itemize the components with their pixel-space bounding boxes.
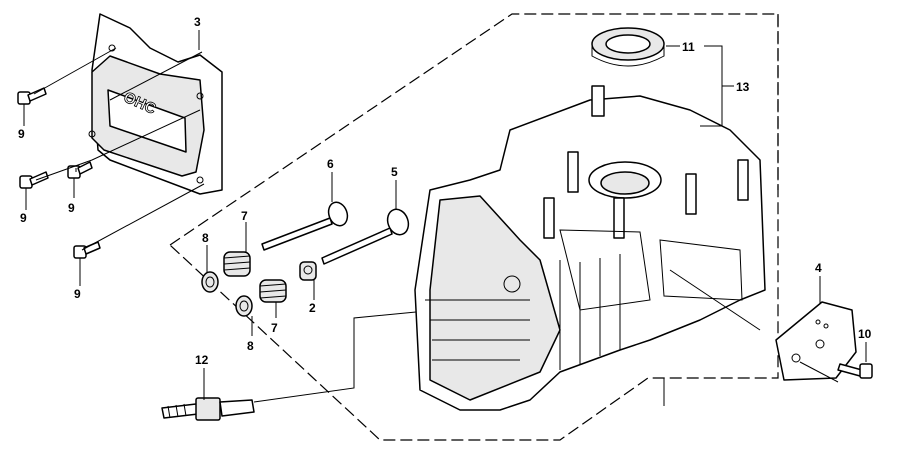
head-cover[interactable]: OHC (88, 13, 223, 195)
callout-9-d: 9 (74, 287, 81, 301)
bolt-9-d[interactable] (73, 241, 101, 259)
valve-6[interactable] (261, 200, 351, 251)
callout-7-b: 7 (271, 321, 278, 335)
callout-8-a: 8 (202, 231, 209, 245)
gasket-4[interactable] (775, 301, 857, 381)
callout-4: 4 (815, 261, 822, 275)
callout-9-b: 9 (20, 211, 27, 225)
callout-10: 10 (858, 327, 872, 341)
bolt-9-b[interactable] (19, 171, 49, 189)
leader-lines (23, 30, 867, 406)
bolt-10[interactable] (837, 363, 873, 379)
assembly-boundary (169, 13, 779, 441)
cylinder-block[interactable] (414, 85, 766, 411)
callout-9-c: 9 (68, 201, 75, 215)
callout-6: 6 (327, 157, 334, 171)
callout-9-a: 9 (18, 127, 25, 141)
callout-3: 3 (194, 15, 201, 29)
callout-5: 5 (391, 165, 398, 179)
valve-seal-2[interactable] (299, 261, 317, 281)
valve-spring-7-a[interactable] (223, 251, 251, 277)
callout-12: 12 (195, 353, 209, 367)
callout-7-a: 7 (241, 209, 248, 223)
bolt-9-a[interactable] (17, 87, 47, 105)
spark-plug[interactable] (161, 397, 255, 421)
callout-11: 11 (682, 40, 695, 54)
callout-2: 2 (309, 301, 316, 315)
retainer-8-b[interactable] (235, 295, 253, 317)
retainer-8-a[interactable] (201, 271, 219, 293)
callouts: 3 9 9 9 9 6 5 7 8 7 8 2 12 11 13 4 10 (18, 15, 872, 367)
callout-13: 13 (736, 80, 750, 94)
valve-5[interactable] (321, 206, 412, 265)
bolt-9-c[interactable] (67, 161, 93, 179)
callout-8-b: 8 (247, 339, 254, 353)
oil-seal[interactable] (591, 27, 665, 67)
valve-spring-7-b[interactable] (259, 279, 287, 303)
